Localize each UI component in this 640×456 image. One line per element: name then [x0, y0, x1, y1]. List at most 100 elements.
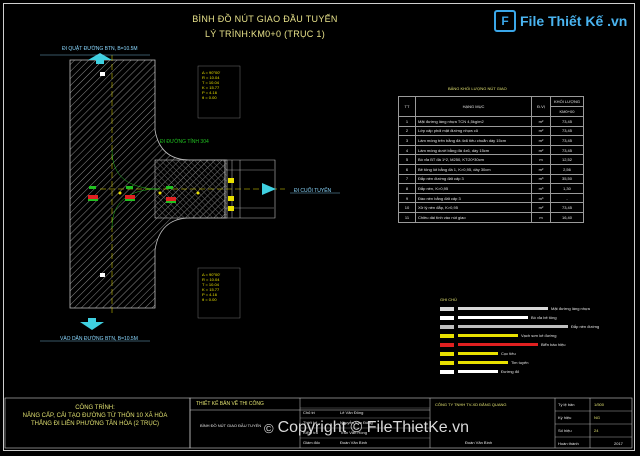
- table-cell: m²: [531, 163, 551, 175]
- sheet-label: Ký hiệu: [558, 415, 572, 420]
- table-cell: m²: [531, 116, 551, 127]
- table-cell: m: [531, 154, 551, 165]
- legend-label: Mặt đường láng nhựa: [551, 306, 590, 311]
- table-cell: Xử lý nền đắp, K>0,95: [415, 202, 532, 213]
- table-cell: m: [531, 211, 551, 223]
- table-cell: 73,45: [550, 202, 584, 213]
- signature-role: Thiết kế: [303, 420, 318, 425]
- table-cell: Đào nền bằng đất cấp 3: [415, 192, 532, 204]
- watermark-logo: F File Thiết Kế .vn: [494, 10, 627, 32]
- table-cell: m²: [531, 202, 551, 213]
- legend-title: GHI CHÚ: [440, 297, 457, 302]
- table-cell: 10: [398, 202, 416, 213]
- table-cell: Làm móng trên bằng đá 4x6 tiêu chuẩn dày…: [415, 135, 532, 146]
- marker-bottom: [100, 273, 105, 277]
- table-cell: 73,45: [550, 116, 584, 127]
- watermark-logo-text: File Thiết Kế .vn: [520, 13, 628, 29]
- legend-item: Vạch sơn kẻ đường: [440, 333, 557, 338]
- legend-bar: [458, 325, 568, 328]
- legend-swatch: [440, 369, 454, 374]
- legend-bar: [458, 370, 498, 373]
- file-logo-icon: F: [494, 10, 516, 32]
- quantity-table-title: BẢNG KHỐI LƯỢNG NÚT GIAO: [448, 86, 507, 91]
- drawing-frame: [3, 3, 635, 451]
- table-cell: m³: [531, 192, 551, 204]
- table-cell: -: [550, 192, 584, 204]
- scale-label: Tỷ lệ bản: [558, 402, 575, 407]
- legend-item: Mặt đường láng nhựa: [440, 306, 590, 311]
- table-cell: Làm móng dưới bằng đá 4x6, dày 15cm: [415, 144, 532, 156]
- signature-name: Lê Văn Đông: [340, 410, 364, 415]
- date-value: 2017: [614, 441, 623, 446]
- table-cell: 73,45: [550, 125, 584, 137]
- legend-bar: [458, 334, 518, 337]
- signature-name: Đoàn Văn Bình: [340, 440, 368, 445]
- arrow-bottom-icon: [80, 318, 104, 330]
- legend-label: Bó vỉa bê tông: [531, 315, 557, 320]
- table-cell: 5: [398, 154, 416, 165]
- branch-road-extension: [224, 159, 276, 219]
- table-cell: 8: [398, 183, 416, 194]
- legend-label: Cọc tiêu: [501, 351, 516, 356]
- legend-label: Đường đỏ: [501, 369, 520, 374]
- table-cell: m²: [531, 135, 551, 146]
- table-cell: Mặt đường láng nhựa TCN 4,5kg/m2: [415, 116, 532, 127]
- legend-item: Đường đỏ: [440, 369, 519, 374]
- legend-swatch: [440, 351, 454, 356]
- table-cell: Đắp nền đường đất cấp 3: [415, 173, 532, 185]
- legend-swatch: [440, 315, 454, 320]
- table-cell: m³: [531, 183, 551, 194]
- legend-label: Vạch sơn kẻ đường: [521, 333, 557, 338]
- table-cell: 73,45: [550, 144, 584, 156]
- table-cell: 11: [398, 211, 416, 223]
- road-label-branch: ĐI ĐƯỜNG TỈNH 304: [160, 139, 209, 145]
- signature-name: Trần Văn Hồng: [340, 430, 367, 435]
- number-label: Số hiệu: [558, 428, 572, 433]
- table-cell: 3: [398, 135, 416, 146]
- table-cell: Bê tông lót bằng đá 1, K>0,95, dày 30cm: [415, 163, 532, 175]
- watermark-bottom: © Copyright © FileThietKe.vn: [264, 419, 469, 437]
- legend-item: Cọc tiêu: [440, 351, 516, 356]
- table-cell: Chiều dài tính vào nút giao: [415, 211, 532, 223]
- lane-markings: [88, 178, 234, 211]
- legend-swatch: [440, 342, 454, 347]
- legend-bar: [458, 361, 508, 364]
- watermark-bottom-text: Copyright © FileThietKe.vn: [277, 419, 470, 436]
- marker-top: [100, 72, 105, 76]
- table-cell: 35,50: [550, 173, 584, 185]
- signature-name: Nguyễn Văn Đông: [340, 420, 373, 425]
- legend-bar: [458, 352, 498, 355]
- scale-value: 1/500: [594, 402, 605, 407]
- table-cell: Đắp nền, K>0,95: [415, 183, 532, 194]
- arrow-top-icon: [88, 53, 112, 64]
- sheet-value: NG: [594, 415, 600, 420]
- legend-swatch: [440, 324, 454, 329]
- approved-by: Đoàn Văn Bình: [465, 440, 493, 445]
- legend-item: Đắp nền đường: [440, 324, 599, 329]
- legend-bar: [458, 307, 548, 310]
- road-label-bottom: VÀO DÂN ĐƯỜNG BTN, B=10.5M: [60, 336, 138, 342]
- table-cell: Lớp cấp phối mặt đường nhựa cũ: [415, 125, 532, 137]
- table-cell: 6: [398, 163, 416, 175]
- table-cell: Bó vỉa BT đá 1*2, M250, KT:20*30cm: [415, 154, 532, 165]
- legend-bar: [458, 316, 528, 319]
- table-cell: 4: [398, 144, 416, 156]
- arrow-right-icon: [262, 183, 276, 195]
- legend-swatch: [440, 360, 454, 365]
- project-info: CÔNG TRÌNH: NÂNG CẤP, CẢI TẠO ĐƯỜNG TỪ T…: [22, 405, 168, 427]
- legend-label: Đắp nền đường: [571, 324, 600, 329]
- table-cell: m²: [531, 125, 551, 137]
- signature-role: Chủ trì: [303, 410, 316, 415]
- design-stage: THIẾT KẾ BẢN VẼ THI CÔNG: [196, 401, 264, 407]
- legend-label: Tim tuyến: [511, 360, 529, 365]
